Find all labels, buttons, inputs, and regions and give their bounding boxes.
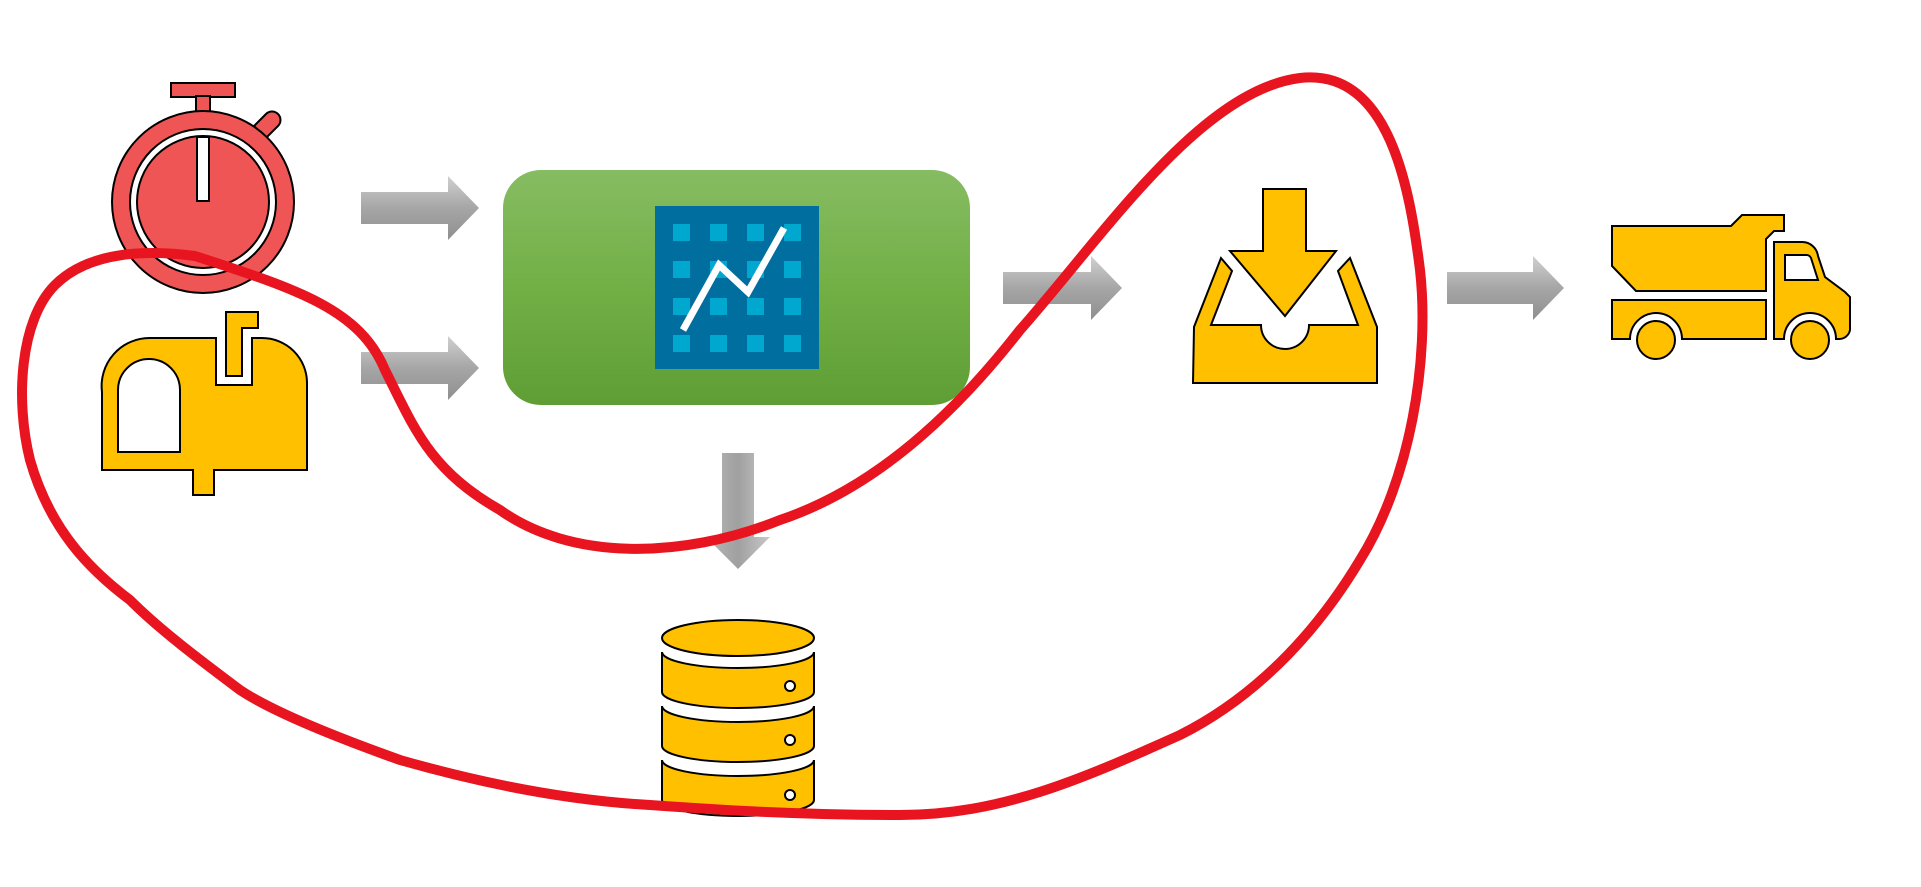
- chart-grid-cell: [747, 335, 764, 352]
- chart-grid-cell: [747, 224, 764, 241]
- chart-grid-cell: [784, 298, 801, 315]
- arrow-processor-to-inbox: [1003, 256, 1122, 320]
- chart-grid-cell: [747, 298, 764, 315]
- dump-truck-icon: [1611, 214, 1851, 360]
- arrow-timer-to-processor: [361, 176, 479, 240]
- chart-grid-cell: [710, 335, 727, 352]
- chart-grid-cell: [673, 335, 690, 352]
- mailbox-icon: [100, 311, 308, 496]
- chart-grid-cell: [673, 298, 690, 315]
- chart-grid-cell: [710, 224, 727, 241]
- arrow-processor-to-database: [706, 453, 770, 569]
- stopwatch-icon: [111, 82, 295, 294]
- chart-grid-cell: [710, 298, 727, 315]
- chart-grid-cell: [784, 261, 801, 278]
- chart-grid-icon: [655, 206, 819, 369]
- freehand-annotation-loop: [17, 72, 1428, 820]
- chart-grid-cell: [673, 261, 690, 278]
- inbox-download-icon: [1191, 188, 1378, 384]
- processor-node: [503, 170, 970, 405]
- chart-grid-cell: [784, 335, 801, 352]
- chart-grid-cell: [673, 224, 690, 241]
- database-icon: [661, 619, 815, 817]
- chart-grid-cell: [784, 224, 801, 241]
- arrow-inbox-to-truck: [1447, 256, 1564, 320]
